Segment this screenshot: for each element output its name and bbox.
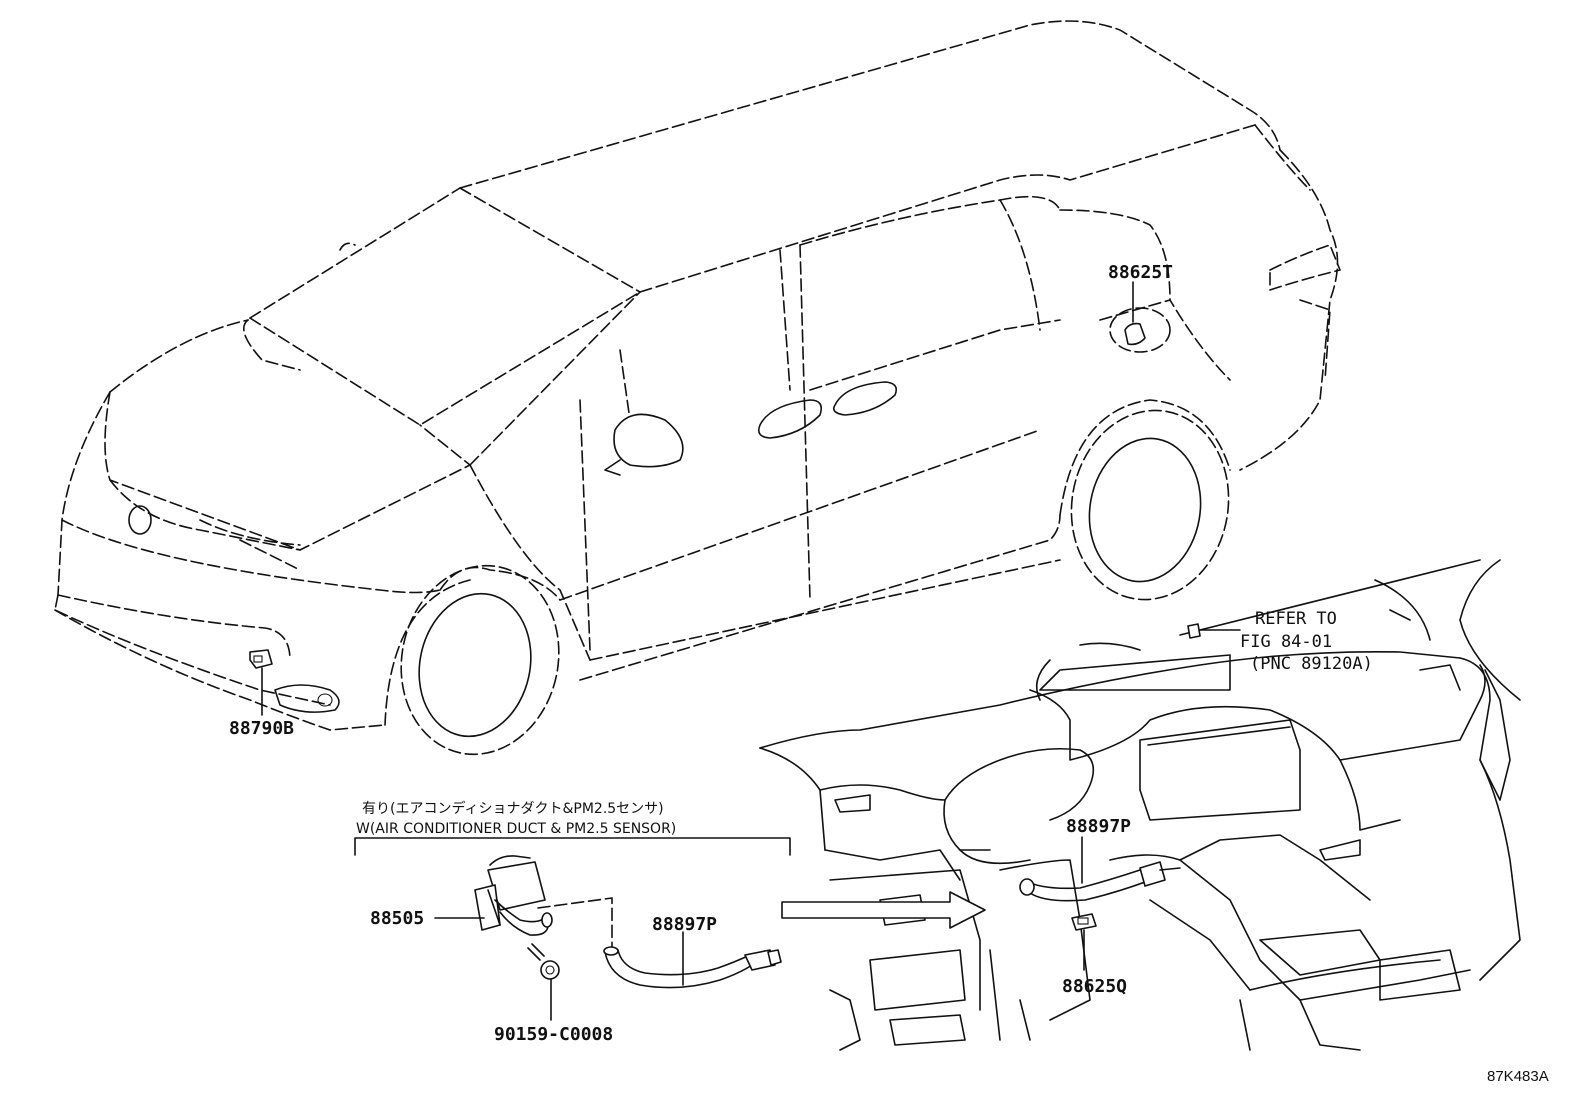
part-88625T-icon (1124, 322, 1146, 346)
duct-hose-installed (1019, 861, 1181, 902)
option-note-en: W(AIR CONDITIONER DUCT & PM2.5 SENSOR) (356, 821, 676, 837)
label-88897P-detail[interactable]: 88897P (652, 914, 717, 935)
part-88790B-icon (249, 649, 273, 669)
label-88625T[interactable]: 88625T (1108, 262, 1173, 283)
part-89120A-icon (1187, 623, 1201, 639)
label-88897P-installed[interactable]: 88897P (1066, 816, 1131, 837)
label-88505[interactable]: 88505 (370, 908, 424, 929)
vehicle-outline (54, 20, 1341, 756)
refer-note-line3: (PNC 89120A) (1250, 654, 1373, 674)
part-88625Q-icon (1071, 913, 1097, 931)
refer-note-line1: REFER TO (1255, 609, 1337, 629)
dashboard-outline (759, 559, 1521, 1051)
duct-hose-detail (603, 946, 782, 989)
option-note-jp: 有り(エアコンディショナダクト&PM2.5センサ) (362, 800, 664, 817)
direction-arrow-icon (781, 891, 986, 929)
option-bracket (354, 837, 791, 856)
refer-note-line2[interactable]: FIG 84-01 (1240, 632, 1332, 652)
label-88790B[interactable]: 88790B (229, 718, 294, 739)
bolt-90159-icon (527, 943, 560, 980)
label-90159-C0008[interactable]: 90159-C0008 (494, 1024, 613, 1045)
part-88505-icon (474, 855, 553, 936)
label-88625Q[interactable]: 88625Q (1062, 976, 1127, 997)
diagram-code: 87K483A (1487, 1068, 1549, 1085)
